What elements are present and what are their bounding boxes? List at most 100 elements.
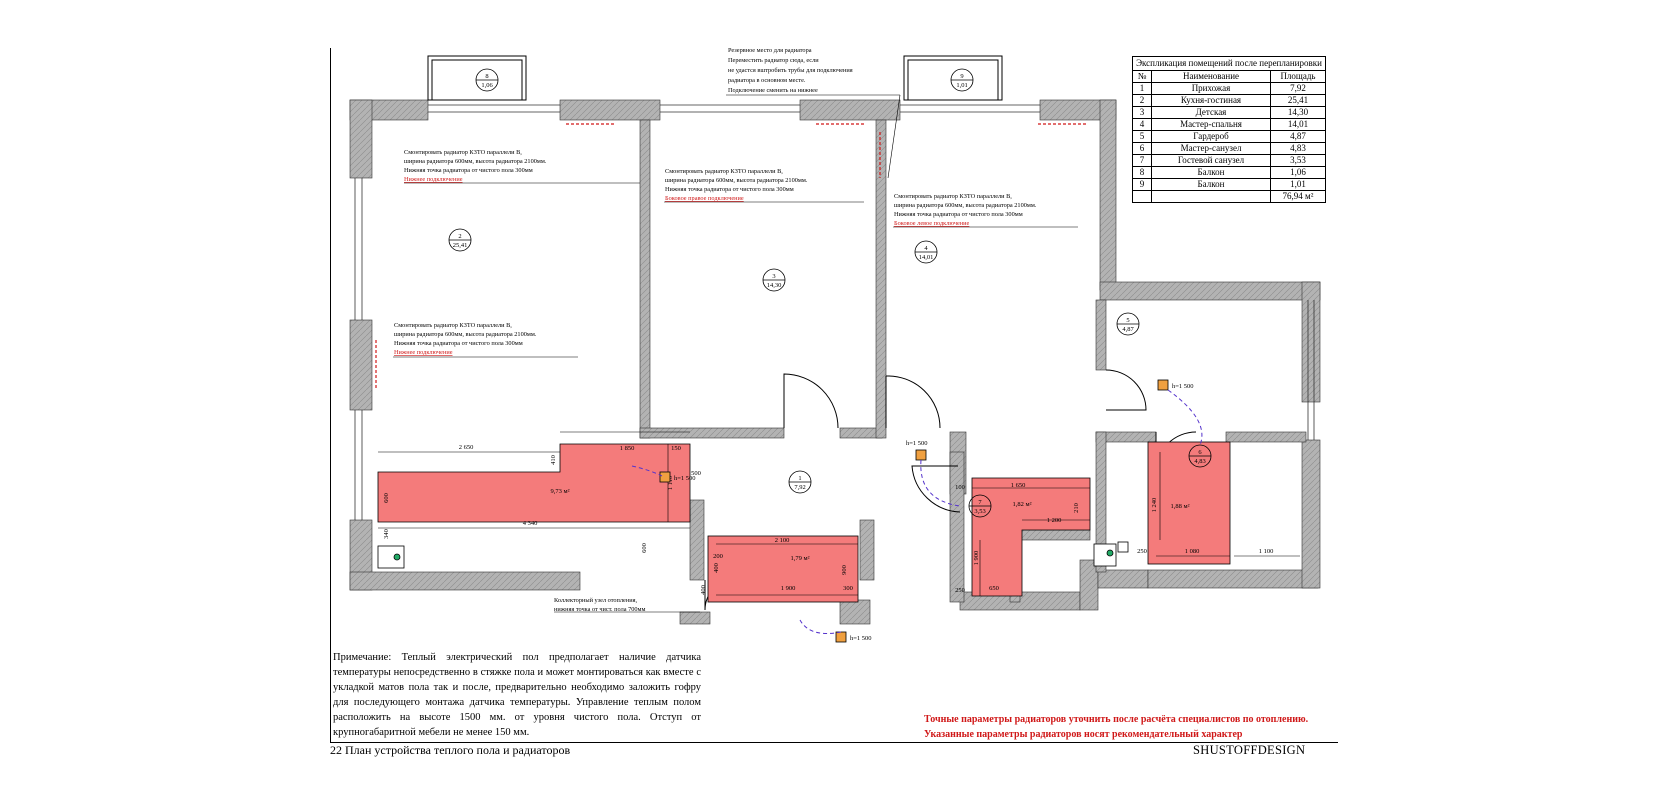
- floor-plan: 9,73 м² 1,79 м² 1,82 м² 1,88 м² 2 650 41…: [349, 47, 1321, 643]
- zone-area-2: 1,79 м²: [790, 555, 809, 562]
- row-num: 4: [1132, 118, 1152, 131]
- col-name: Наименование: [1151, 70, 1271, 83]
- h-label-1: h=1 500: [674, 475, 696, 482]
- brand-name: SHUSTOFFDESIGN: [1193, 743, 1306, 757]
- fixtures: [377, 541, 1129, 569]
- note-collector: Коллекторный узел отопления, нижняя точк…: [554, 597, 646, 613]
- row-name: Гардероб: [1151, 130, 1271, 143]
- note-kitchen-top: Смонтировать радиатор КЗТО параллели В, …: [404, 149, 548, 183]
- row-name: Балкон: [1151, 166, 1271, 179]
- heated-zone-hall: [707, 535, 859, 603]
- row-name: Балкон: [1151, 178, 1271, 191]
- reserve-note: Резервное место для радиатора Переместит…: [728, 47, 854, 94]
- heated-zones: [377, 441, 1231, 603]
- dim-200: 200: [713, 553, 723, 560]
- svg-text:8: 8: [485, 73, 488, 80]
- col-area: Площадь: [1270, 70, 1326, 83]
- svg-text:7,92: 7,92: [794, 484, 805, 491]
- row-num: 6: [1132, 142, 1152, 155]
- note-paragraph: Примечание: Теплый электрический пол пре…: [333, 652, 701, 738]
- svg-text:1: 1: [798, 475, 801, 482]
- dim-400b: 400: [713, 563, 720, 573]
- row-name: Кухня-гостиная: [1151, 94, 1271, 107]
- dim-1650: 1 650: [1011, 482, 1026, 489]
- room-marker-4: 414,01: [914, 240, 938, 264]
- row-area: 4,83: [1270, 142, 1326, 155]
- dim-1200: 1 200: [1047, 517, 1062, 524]
- heated-zone-labels: 9,73 м² 1,79 м² 1,82 м² 1,88 м²: [550, 488, 1189, 562]
- dim-210: 210: [1073, 503, 1080, 513]
- table-total-row: 76,94 м²: [1132, 190, 1326, 203]
- dim-100: 100: [955, 484, 965, 491]
- svg-text:2: 2: [458, 233, 461, 240]
- dim-1110: 1 110: [667, 476, 674, 490]
- dim-650: 650: [989, 585, 999, 592]
- sensor-cables: [631, 389, 1203, 634]
- row-area: 25,41: [1270, 94, 1326, 107]
- radiator-disclaimer: Точные параметры радиаторов уточнить пос…: [924, 712, 1308, 742]
- dimension-labels: 2 650 410 600 1 110 4 340 340 600 150 1 …: [383, 444, 1273, 595]
- heated-zone-kitchen: [377, 443, 691, 523]
- frame-left-line: [330, 48, 331, 742]
- heated-zone-guest-wc: [971, 477, 1091, 597]
- svg-text:9: 9: [960, 73, 963, 80]
- room-markers: 17,92 225,41 314,30 414,01 54,87 64,83 7…: [448, 68, 1212, 518]
- dim-600b: 600: [641, 543, 648, 553]
- row-name: Гостевой санузел: [1151, 154, 1271, 167]
- svg-text:25,41: 25,41: [453, 242, 468, 249]
- explication-title: Экспликация помещений после перепланиров…: [1132, 56, 1326, 70]
- room-marker-9: 91,01: [950, 68, 974, 92]
- row-area: 4,87: [1270, 130, 1326, 143]
- dim-1240: 1 240: [1151, 498, 1158, 513]
- dim-1850: 1 850: [620, 445, 635, 452]
- dimension-lines: [378, 431, 1300, 596]
- zone-area-1: 9,73 м²: [550, 488, 569, 495]
- svg-text:14,30: 14,30: [767, 282, 782, 289]
- dim-4340: 4 340: [523, 520, 538, 527]
- row-name: Мастер-спальня: [1151, 118, 1271, 131]
- dim-340: 340: [383, 529, 390, 539]
- room-marker-1: 17,92: [788, 470, 812, 494]
- dim-250: 250: [955, 587, 965, 594]
- row-area: 1,01: [1270, 178, 1326, 191]
- room-marker-7: 73,53: [968, 494, 992, 518]
- row-num: 8: [1132, 166, 1152, 179]
- dim-500: 500: [691, 470, 701, 477]
- svg-text:4: 4: [924, 245, 928, 252]
- table-header: № Наименование Площадь: [1132, 70, 1326, 83]
- wc-box: [1093, 543, 1117, 567]
- row-area: 7,92: [1270, 82, 1326, 95]
- balconies: [427, 55, 1003, 101]
- dim-250b: 250: [1137, 548, 1147, 555]
- heated-zone-master-wc: [1147, 441, 1231, 565]
- explication-table: Экспликация помещений после перепланиров…: [1132, 56, 1326, 203]
- svg-text:4,87: 4,87: [1122, 326, 1134, 333]
- disclaimer-line-1: Точные параметры радиаторов уточнить пос…: [924, 714, 1309, 725]
- row-num: 5: [1132, 130, 1152, 143]
- dim-400a: 400: [700, 585, 707, 595]
- h-label-2: h=1 500: [906, 440, 928, 447]
- kitchen-box: [377, 545, 405, 569]
- svg-text:5: 5: [1126, 317, 1129, 324]
- annotation-texts: Резервное место для радиатора Переместит…: [394, 47, 1037, 613]
- total-empty-1: [1132, 190, 1152, 203]
- row-name: Детская: [1151, 106, 1271, 119]
- disclaimer-line-2: Указанные параметры радиаторов носят рек…: [924, 729, 1243, 740]
- svg-text:1,06: 1,06: [481, 82, 493, 89]
- thermostat-labels: h=1 500 h=1 500 h=1 500 h=1 500: [674, 383, 1194, 642]
- h-label-3: h=1 500: [1172, 383, 1194, 390]
- h-label-4: h=1 500: [850, 635, 872, 642]
- dim-300: 300: [843, 585, 853, 592]
- row-area: 14,30: [1270, 106, 1326, 119]
- footer-rule: [330, 742, 1338, 743]
- svg-text:4,83: 4,83: [1194, 458, 1205, 465]
- svg-text:7: 7: [978, 499, 982, 506]
- room-marker-2: 225,41: [448, 228, 472, 252]
- leader-lines: [393, 94, 1078, 613]
- dim-1900: 1 900: [781, 585, 796, 592]
